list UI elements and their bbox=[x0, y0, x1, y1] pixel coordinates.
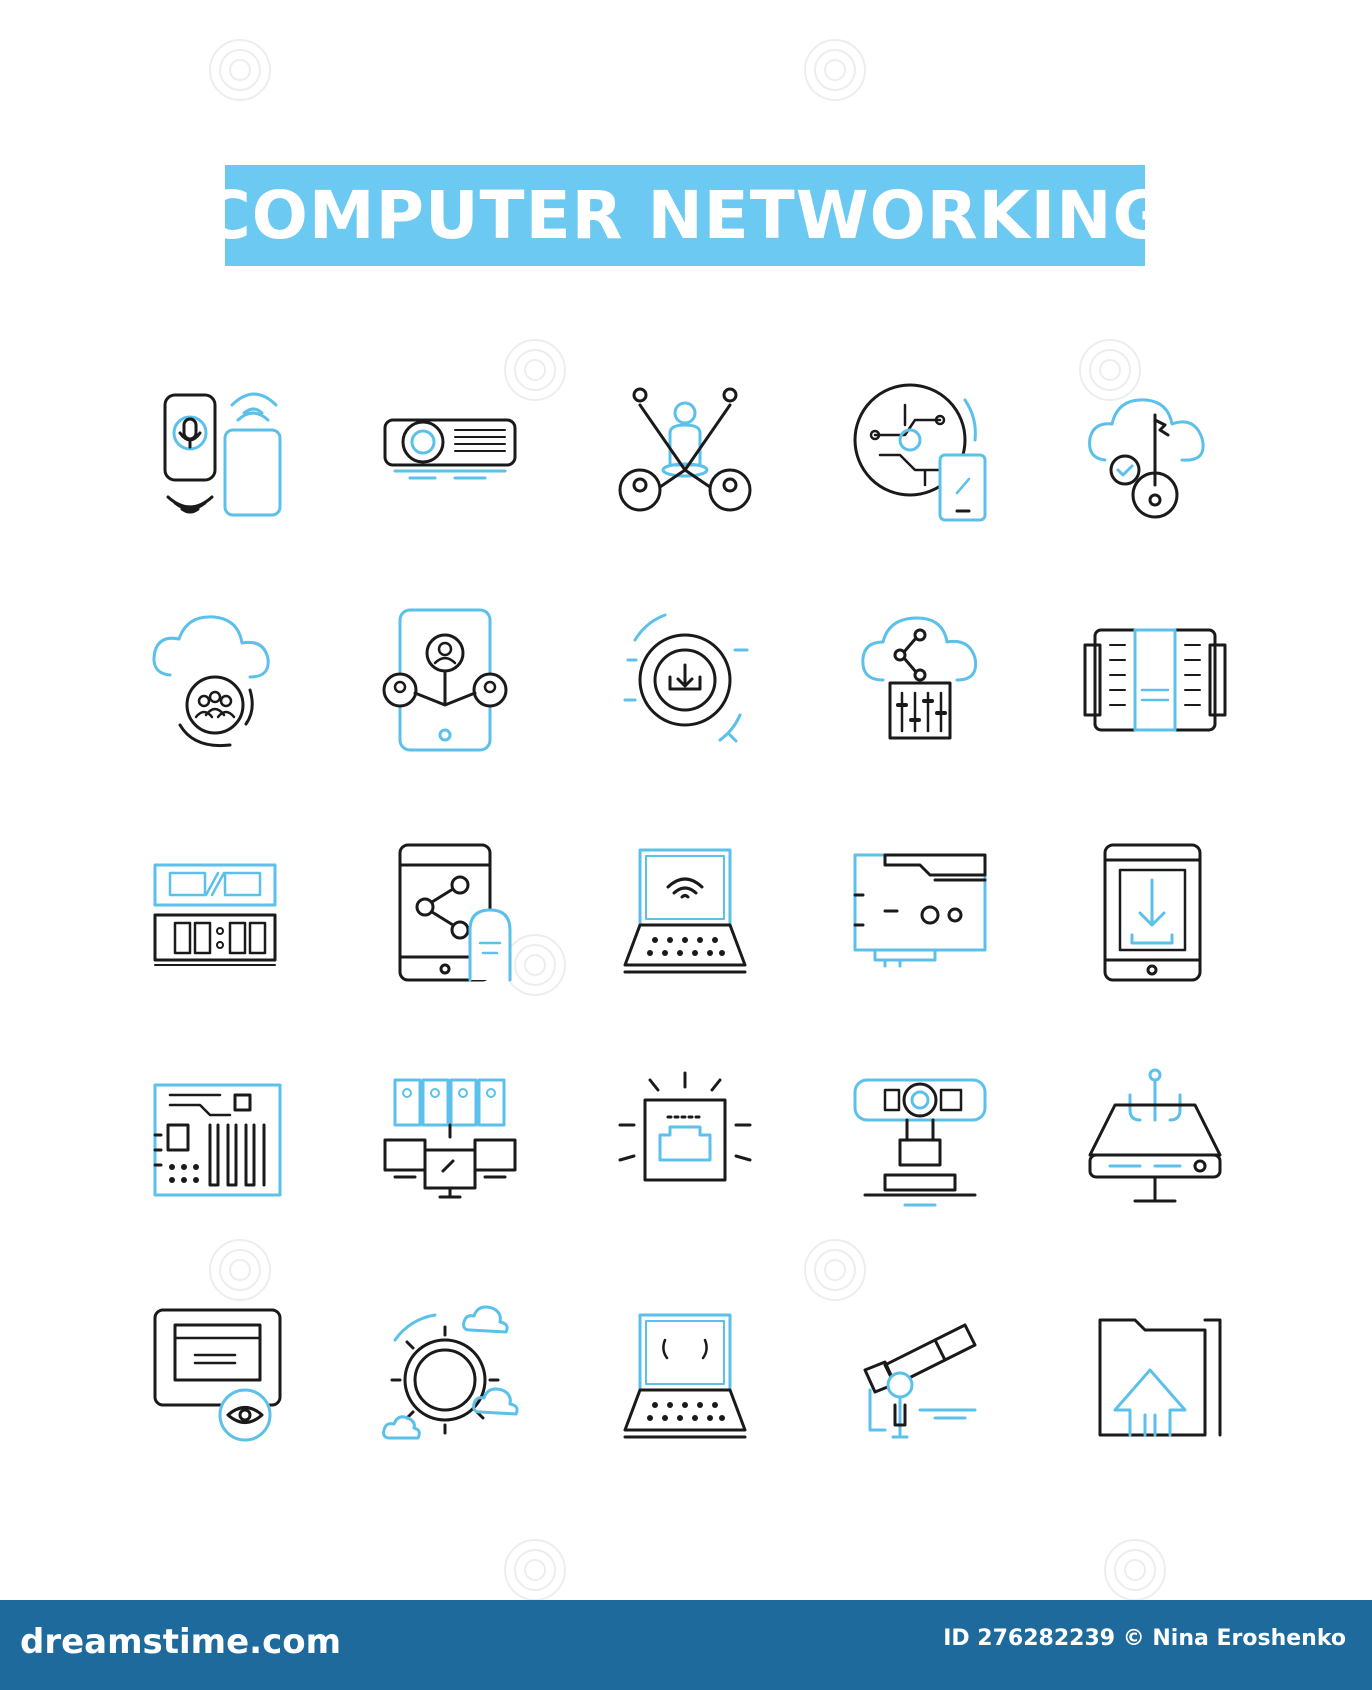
watermark-logo-icon bbox=[209, 39, 271, 101]
footer-bar: dreamstime.com ID 276282239 © Nina Erosh… bbox=[0, 1600, 1372, 1690]
tablet-share-touch-icon bbox=[375, 835, 525, 985]
projector-icon bbox=[375, 375, 525, 525]
page-title: COMPUTER NETWORKING bbox=[202, 177, 1168, 254]
network-card-icon bbox=[845, 835, 995, 985]
watermark-logo-icon bbox=[1079, 339, 1141, 401]
phone-voice-wireless-icon bbox=[140, 375, 290, 525]
laptop-wifi-icon bbox=[610, 835, 760, 985]
tablet-download-icon bbox=[1080, 835, 1230, 985]
watermark-logo-icon bbox=[1104, 1539, 1166, 1601]
cloud-mixer-icon bbox=[845, 605, 995, 755]
title-banner: COMPUTER NETWORKING bbox=[202, 165, 1167, 266]
watermark-logo-icon bbox=[804, 39, 866, 101]
ethernet-port-icon bbox=[610, 1065, 760, 1215]
watermark-logo-icon bbox=[504, 339, 566, 401]
brand-logo: dreamstime.com bbox=[20, 1622, 342, 1662]
network-router-icon bbox=[1080, 1065, 1230, 1215]
circuit-tablet-icon bbox=[845, 375, 995, 525]
image-id-credit: ID 276282239 © Nina Eroshenko bbox=[943, 1626, 1346, 1651]
tablet-social-network-icon bbox=[375, 605, 525, 755]
watermark-logo-icon bbox=[209, 1239, 271, 1301]
webcam-icon bbox=[845, 1065, 995, 1215]
monitor-eye-icon bbox=[140, 1300, 290, 1450]
laptop-icon bbox=[610, 1300, 760, 1450]
telescope-icon bbox=[845, 1300, 995, 1450]
cloud-team-icon bbox=[140, 605, 290, 755]
server-computers-icon bbox=[375, 1065, 525, 1215]
motherboard-icon bbox=[140, 1065, 290, 1215]
ram-module-icon bbox=[140, 835, 290, 985]
gear-cloud-icon bbox=[375, 1300, 525, 1450]
server-rack-icon bbox=[1080, 605, 1230, 755]
icon-grid bbox=[140, 375, 1230, 1455]
watermark-logo-icon bbox=[804, 1239, 866, 1301]
folder-upload-icon bbox=[1080, 1300, 1230, 1450]
user-network-icon bbox=[610, 375, 760, 525]
cloud-key-icon bbox=[1080, 375, 1230, 525]
download-button-icon bbox=[610, 605, 760, 755]
watermark-logo-icon bbox=[504, 1539, 566, 1601]
